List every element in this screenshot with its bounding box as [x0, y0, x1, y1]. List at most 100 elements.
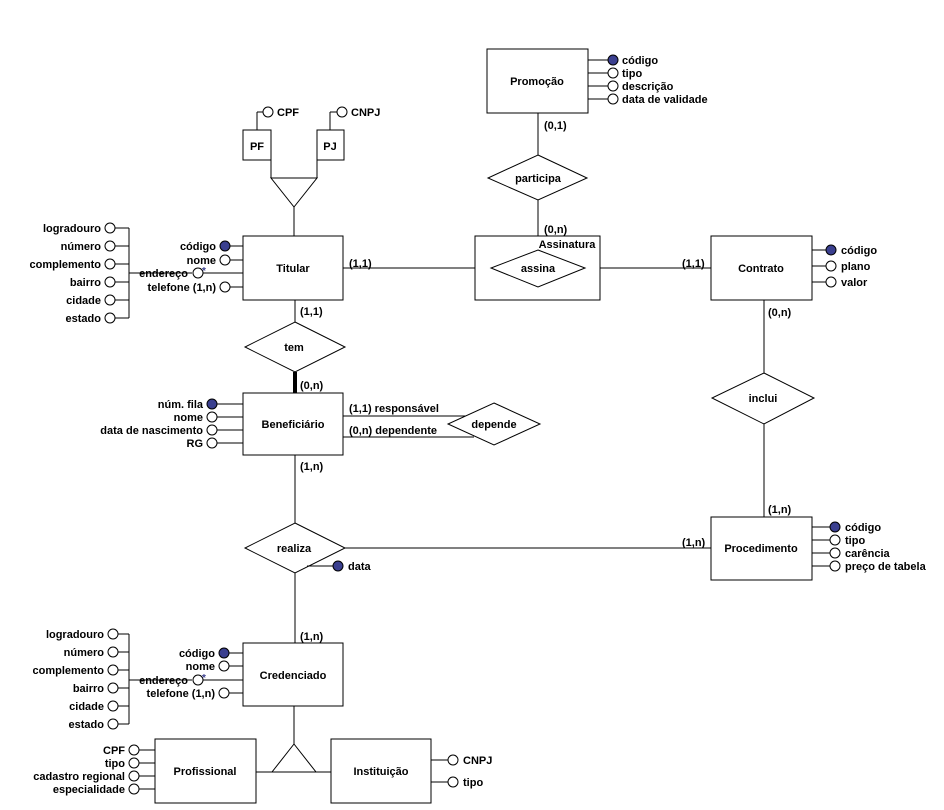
key-attribute-icon [218, 647, 230, 659]
attribute-label: telefone (1,n) [147, 688, 216, 700]
relationship-realiza[interactable]: realiza [243, 522, 347, 574]
svg-text:Procedimento: Procedimento [724, 543, 798, 555]
key-attribute-icon [607, 54, 619, 66]
attribute-label: CNPJ [351, 107, 380, 119]
svg-text:assina: assina [521, 263, 556, 275]
attribute-icon [104, 258, 116, 270]
attribute-icon [219, 254, 231, 266]
attribute-label: plano [841, 261, 871, 273]
svg-text:Instituição: Instituição [353, 766, 408, 778]
svg-text:realiza: realiza [277, 543, 312, 555]
relationship-tem[interactable]: tem [243, 321, 347, 373]
svg-text:inclui: inclui [749, 393, 778, 405]
attribute-icon [128, 757, 140, 769]
attribute-label: RG [187, 438, 204, 450]
entity-credenciado[interactable]: Credenciado [242, 642, 344, 707]
attribute-label: tipo [622, 68, 642, 80]
attribute-label: telefone (1,n) [148, 282, 217, 294]
svg-text:Beneficiário: Beneficiário [262, 419, 325, 431]
attribute-label: cidade [66, 295, 101, 307]
cardinality-labels: (0,1) (0,n) (1,1) (1,1) (1,1) (0,n) (1,1… [300, 120, 792, 643]
attribute-icon [829, 534, 841, 546]
attributes-instituicao: CNPJ tipo [431, 754, 492, 789]
attribute-icon [104, 222, 116, 234]
attributes-beneficiario: núm. fila nome data de nascimento RG [100, 398, 243, 450]
attribute-icon [107, 700, 119, 712]
cardinality: (1,n) [768, 504, 792, 516]
cardinality: (0,n) [544, 224, 568, 236]
relationship-participa[interactable]: participa [486, 154, 589, 201]
svg-text:participa: participa [515, 173, 562, 185]
attribute-label: preço de tabela [845, 561, 927, 573]
attribute-label: data de validade [622, 94, 708, 106]
attribute-icon [104, 240, 116, 252]
attribute-label: código [845, 522, 881, 534]
entity-titular[interactable]: Titular [242, 235, 344, 301]
attribute-label: endereço [139, 675, 188, 687]
attribute-icon [104, 294, 116, 306]
attribute-icon [206, 424, 218, 436]
attribute-realiza-data: data [307, 560, 372, 573]
attribute-icon [336, 106, 348, 118]
attribute-icon [607, 67, 619, 79]
attribute-icon [262, 106, 274, 118]
key-attribute-icon [829, 521, 841, 533]
specialization-triangle-titular [269, 177, 319, 208]
attribute-label: endereço [139, 268, 188, 280]
attribute-label: cadastro regional [33, 771, 125, 783]
relationship-depende[interactable]: depende [446, 402, 542, 446]
attribute-icon [206, 437, 218, 449]
attributes-procedimento: código tipo carência preço de tabela [812, 521, 927, 573]
attribute-icon [206, 411, 218, 423]
attribute-label: CPF [277, 107, 299, 119]
attributes-promocao: código tipo descrição data de validade [588, 54, 708, 106]
cardinality: (1,n) [300, 461, 324, 473]
entity-promocao[interactable]: Promoção [486, 48, 589, 114]
relationship-assina[interactable]: assina [489, 249, 587, 288]
attribute-label: código [179, 648, 215, 660]
svg-text:PF: PF [250, 141, 264, 153]
attribute-label: bairro [73, 683, 104, 695]
attribute-label: nome [186, 661, 215, 673]
attribute-icon [829, 560, 841, 572]
entity-pf[interactable]: PF [242, 129, 272, 161]
key-attribute-icon [219, 240, 231, 252]
attributes-contrato: código plano valor [812, 244, 877, 289]
connector-lines [256, 113, 765, 773]
attribute-icon [128, 770, 140, 782]
attribute-icon [107, 718, 119, 730]
attribute-icon [825, 260, 837, 272]
key-attribute-icon [825, 244, 837, 256]
entity-pj[interactable]: PJ [316, 129, 345, 161]
entity-beneficiario[interactable]: Beneficiário [242, 392, 344, 456]
cardinality: (0,n) [300, 380, 324, 392]
entity-procedimento[interactable]: Procedimento [710, 516, 813, 581]
attribute-label: especialidade [53, 784, 125, 796]
cardinality: (0,n) [768, 307, 792, 319]
attribute-icon [107, 682, 119, 694]
attributes-titular-address: logradouro número complemento bairro cid… [29, 222, 192, 325]
cardinality: (0,n) dependente [349, 425, 437, 437]
entity-contrato[interactable]: Contrato [710, 235, 813, 301]
attribute-label: logradouro [43, 223, 101, 235]
attribute-icon [104, 312, 116, 324]
attribute-label: nome [187, 255, 216, 267]
entity-profissional[interactable]: Profissional [154, 738, 257, 804]
attribute-label: número [61, 241, 102, 253]
svg-text:tem: tem [284, 342, 304, 354]
attribute-label: cidade [69, 701, 104, 713]
attribute-icon [104, 276, 116, 288]
attribute-icon [825, 276, 837, 288]
attribute-label: código [622, 55, 658, 67]
svg-text:PJ: PJ [323, 141, 336, 153]
cardinality: (1,n) [300, 631, 324, 643]
attribute-label: tipo [463, 777, 483, 789]
attribute-label: logradouro [46, 629, 104, 641]
cardinality: (1,1) responsável [349, 403, 439, 415]
svg-text:Titular: Titular [276, 263, 310, 275]
attribute-icon [607, 93, 619, 105]
attribute-label: tipo [845, 535, 865, 547]
attribute-icon [192, 267, 204, 279]
relationship-inclui[interactable]: inclui [710, 372, 816, 425]
entity-instituicao[interactable]: Instituição [330, 738, 432, 804]
